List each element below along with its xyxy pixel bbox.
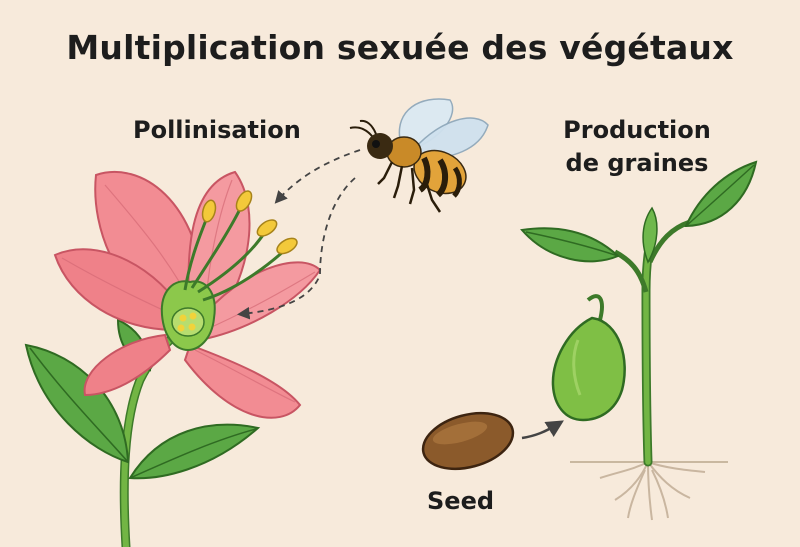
flower-stamens bbox=[183, 190, 298, 302]
pollination-arrow-upper bbox=[274, 149, 361, 204]
diagram-title: Multiplication sexuée des végétaux bbox=[66, 28, 734, 67]
label-seed: Seed bbox=[427, 487, 495, 515]
seedling-plant bbox=[520, 160, 758, 521]
flower-leaf-left bbox=[24, 343, 130, 464]
label-seed-production: Production de graines bbox=[552, 114, 722, 180]
label-seed-production-line2: de graines bbox=[565, 149, 709, 177]
label-seed-production-line1: Production bbox=[563, 116, 711, 144]
flower-leaf-right bbox=[128, 423, 261, 480]
bee bbox=[349, 98, 489, 213]
plant-leaf-left bbox=[520, 227, 620, 263]
plant-roots bbox=[599, 461, 706, 521]
seed bbox=[421, 411, 515, 471]
label-pollination: Pollinisation bbox=[133, 116, 301, 144]
flower-ovary bbox=[160, 280, 216, 352]
seed-arrow bbox=[521, 420, 564, 440]
flower-plant bbox=[24, 170, 322, 547]
plant-leaf-right bbox=[684, 160, 758, 228]
fruit bbox=[551, 294, 626, 422]
pollination-arrows bbox=[236, 149, 361, 320]
